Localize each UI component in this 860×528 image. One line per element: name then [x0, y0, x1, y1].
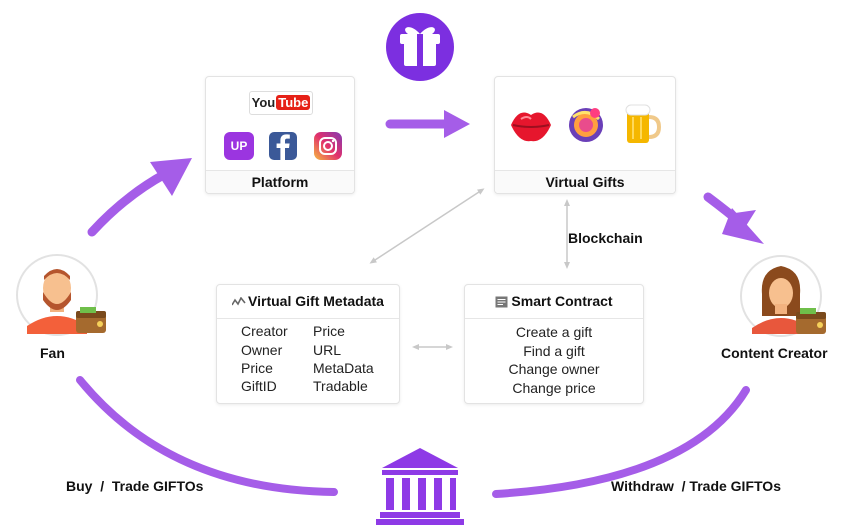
up-logo-text: UP [230, 139, 248, 153]
virtual-gifts-card: Virtual Gifts [494, 76, 676, 194]
fan-to-platform-arrow [87, 158, 192, 237]
contract-function: Change owner [508, 361, 600, 377]
metadata-col2-0: Price [313, 323, 345, 339]
metadata-col2-1: URL [313, 342, 342, 358]
metadata-col1-3: GiftID [241, 378, 277, 394]
platform-to-gifts-arrow [385, 110, 470, 138]
instagram-logo [314, 132, 342, 160]
candy-gift-icon [569, 108, 603, 142]
document-icon [495, 296, 508, 308]
blockchain-label: Blockchain [568, 230, 643, 246]
smart-contract-header: Smart Contract [465, 285, 643, 319]
contract-function: Find a gift [523, 342, 585, 359]
metadata-col2-3: Tradable [313, 378, 368, 394]
facebook-f-icon [276, 134, 290, 160]
youtube-tube: Tube [276, 95, 311, 110]
virtual-gifts-title: Virtual Gifts [495, 170, 675, 193]
creator-label: Content Creator [721, 345, 828, 361]
buy-trade-label: Buy / Trade GIFTOs [66, 478, 204, 494]
up-logo: UP [224, 132, 254, 160]
fan-label: Fan [40, 345, 65, 361]
platform-title: Platform [206, 170, 354, 193]
contract-function: Change price [512, 379, 596, 396]
youtube-you: You [251, 95, 276, 110]
activity-icon [231, 296, 246, 306]
creator-bank-arc [492, 386, 750, 498]
metadata-col1-2: Price [241, 360, 273, 376]
gifts-metadata-link [369, 188, 485, 264]
gifts-to-creator-arrow [703, 192, 764, 244]
fan-bank-arc [76, 376, 338, 496]
metadata-card: Virtual Gift Metadata Creator Owner Pric… [216, 284, 400, 404]
metadata-col2-2: MetaData [313, 360, 374, 376]
smart-contract-functions: Create a gift Find a gift Change owner C… [465, 323, 643, 397]
metadata-title: Virtual Gift Metadata [248, 293, 384, 309]
metadata-col1-1: Owner [241, 342, 283, 358]
facebook-logo [269, 132, 297, 160]
smart-contract-title: Smart Contract [511, 293, 613, 309]
metadata-header: Virtual Gift Metadata [217, 285, 399, 319]
metadata-col1-0: Creator [241, 323, 288, 339]
smart-contract-card: Smart Contract Create a gift Find a gift… [464, 284, 644, 404]
instagram-camera-icon [319, 137, 337, 155]
lips-gift-icon [511, 112, 551, 142]
contract-function: Create a gift [515, 324, 593, 340]
beer-gift-icon [625, 104, 662, 143]
withdraw-trade-label: Withdraw / Trade GIFTOs [611, 478, 781, 494]
